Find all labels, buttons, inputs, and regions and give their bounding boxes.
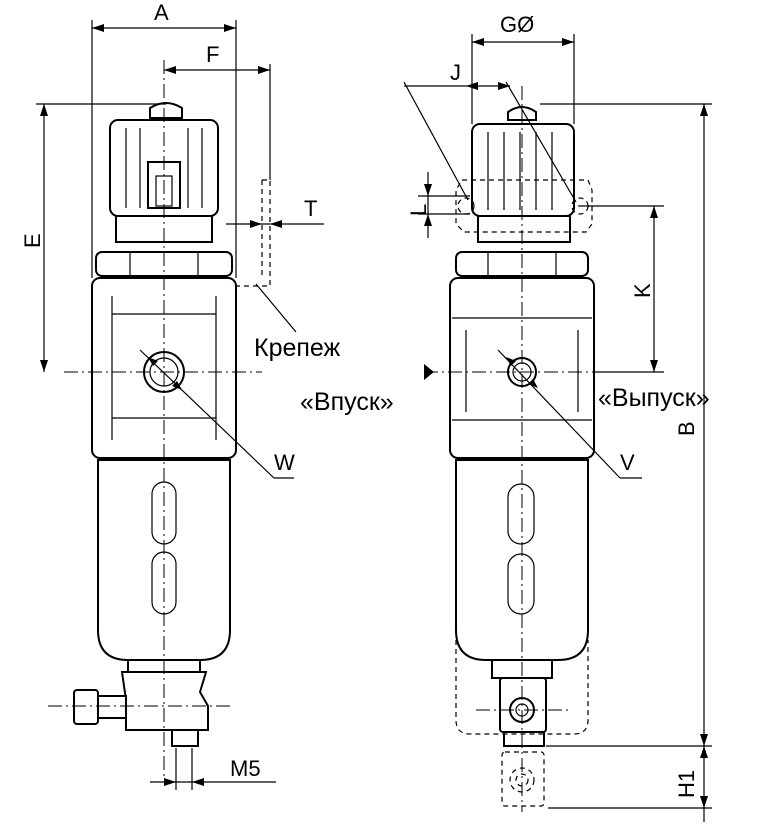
right-dimensions: [403, 34, 712, 822]
dim-label-j: J: [450, 60, 461, 85]
left-mounting-bracket: [236, 179, 271, 287]
mounting-label: Крепеж: [254, 334, 341, 362]
right-sight-glass-upper: [507, 483, 535, 545]
dim-label-h1: H1: [674, 770, 699, 798]
left-drain-valve: [95, 695, 127, 719]
left-drain-outlet: [171, 729, 199, 747]
left-dimensions: [36, 20, 324, 790]
right-knob-ribs: [487, 132, 553, 210]
dim-label-e: E: [20, 233, 45, 248]
dim-label-l: L: [406, 204, 431, 216]
dim-label-w: W: [274, 450, 295, 475]
left-knob-cap: [149, 102, 183, 119]
dim-label-k: K: [630, 283, 655, 298]
left-drain-handle: [73, 689, 99, 725]
right-view: [424, 86, 600, 812]
left-drain-body: [120, 671, 209, 731]
inlet-arrow-icon: [424, 364, 434, 380]
right-neck: [477, 215, 571, 243]
left-view: [48, 60, 271, 780]
dim-label-t: T: [304, 196, 317, 221]
dim-label-g-diameter: GØ: [500, 12, 534, 37]
right-drain-fitting: [503, 731, 545, 747]
dim-label-b: B: [674, 421, 699, 436]
left-knob-ribs: [125, 128, 203, 208]
right-mounting-bracket: [455, 179, 593, 233]
dim-label-v: V: [620, 450, 635, 475]
dim-label-f: F: [206, 42, 219, 67]
outlet-label: «Выпуск»: [598, 384, 710, 412]
dim-label-a: A: [154, 0, 169, 25]
dim-label-m5: M5: [230, 756, 261, 781]
inlet-label: «Впуск»: [300, 388, 394, 416]
right-sight-glass-lower: [507, 553, 535, 615]
right-knob: [471, 123, 575, 217]
right-alt-drain: [501, 751, 545, 807]
